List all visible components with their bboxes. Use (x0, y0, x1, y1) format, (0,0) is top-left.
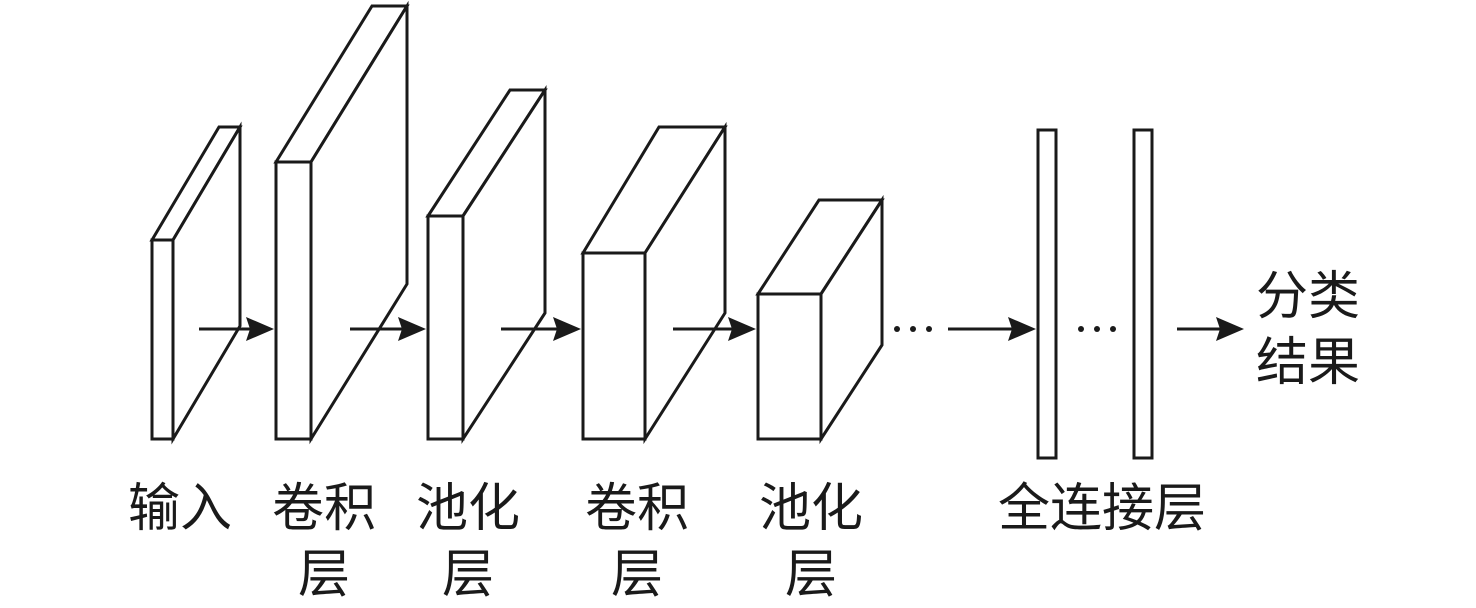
arrow-to-fc (948, 317, 1036, 341)
fc-layer-bar-2 (1132, 128, 1154, 460)
arrow-conv2-to-pool2 (673, 317, 756, 341)
arrow-conv1-to-pool1 (350, 317, 426, 341)
label-pool1-line2: 层 (442, 545, 494, 605)
label-conv1-line2: 层 (298, 545, 350, 605)
label-conv1-line1: 卷积 (272, 479, 376, 539)
label-pool1-line1: 池化 (416, 479, 520, 539)
label-pool2-line1: 池化 (759, 479, 863, 539)
conv-layer-1-block (273, 0, 410, 445)
ellipsis-after-pool2 (894, 326, 932, 332)
label-conv2-line2: 层 (611, 545, 663, 605)
arrow-input-to-conv1 (199, 317, 274, 341)
arrow-to-output (1177, 317, 1244, 341)
label-pool2-line2: 层 (785, 545, 837, 605)
arrow-pool1-to-conv2 (501, 317, 581, 341)
input-layer-block (149, 121, 243, 445)
pool-layer-1-block (425, 84, 548, 445)
label-output-line1: 分类 (1256, 267, 1360, 327)
pool-layer-2-block (755, 194, 885, 445)
conv-layer-2-block (580, 121, 728, 445)
fc-layer-bar-1 (1036, 128, 1058, 460)
label-conv2-line1: 卷积 (585, 479, 689, 539)
label-input: 输入 (128, 479, 232, 539)
label-fc: 全连接层 (998, 479, 1206, 539)
ellipsis-between-fc (1078, 326, 1116, 332)
label-output-line2: 结果 (1256, 333, 1360, 393)
